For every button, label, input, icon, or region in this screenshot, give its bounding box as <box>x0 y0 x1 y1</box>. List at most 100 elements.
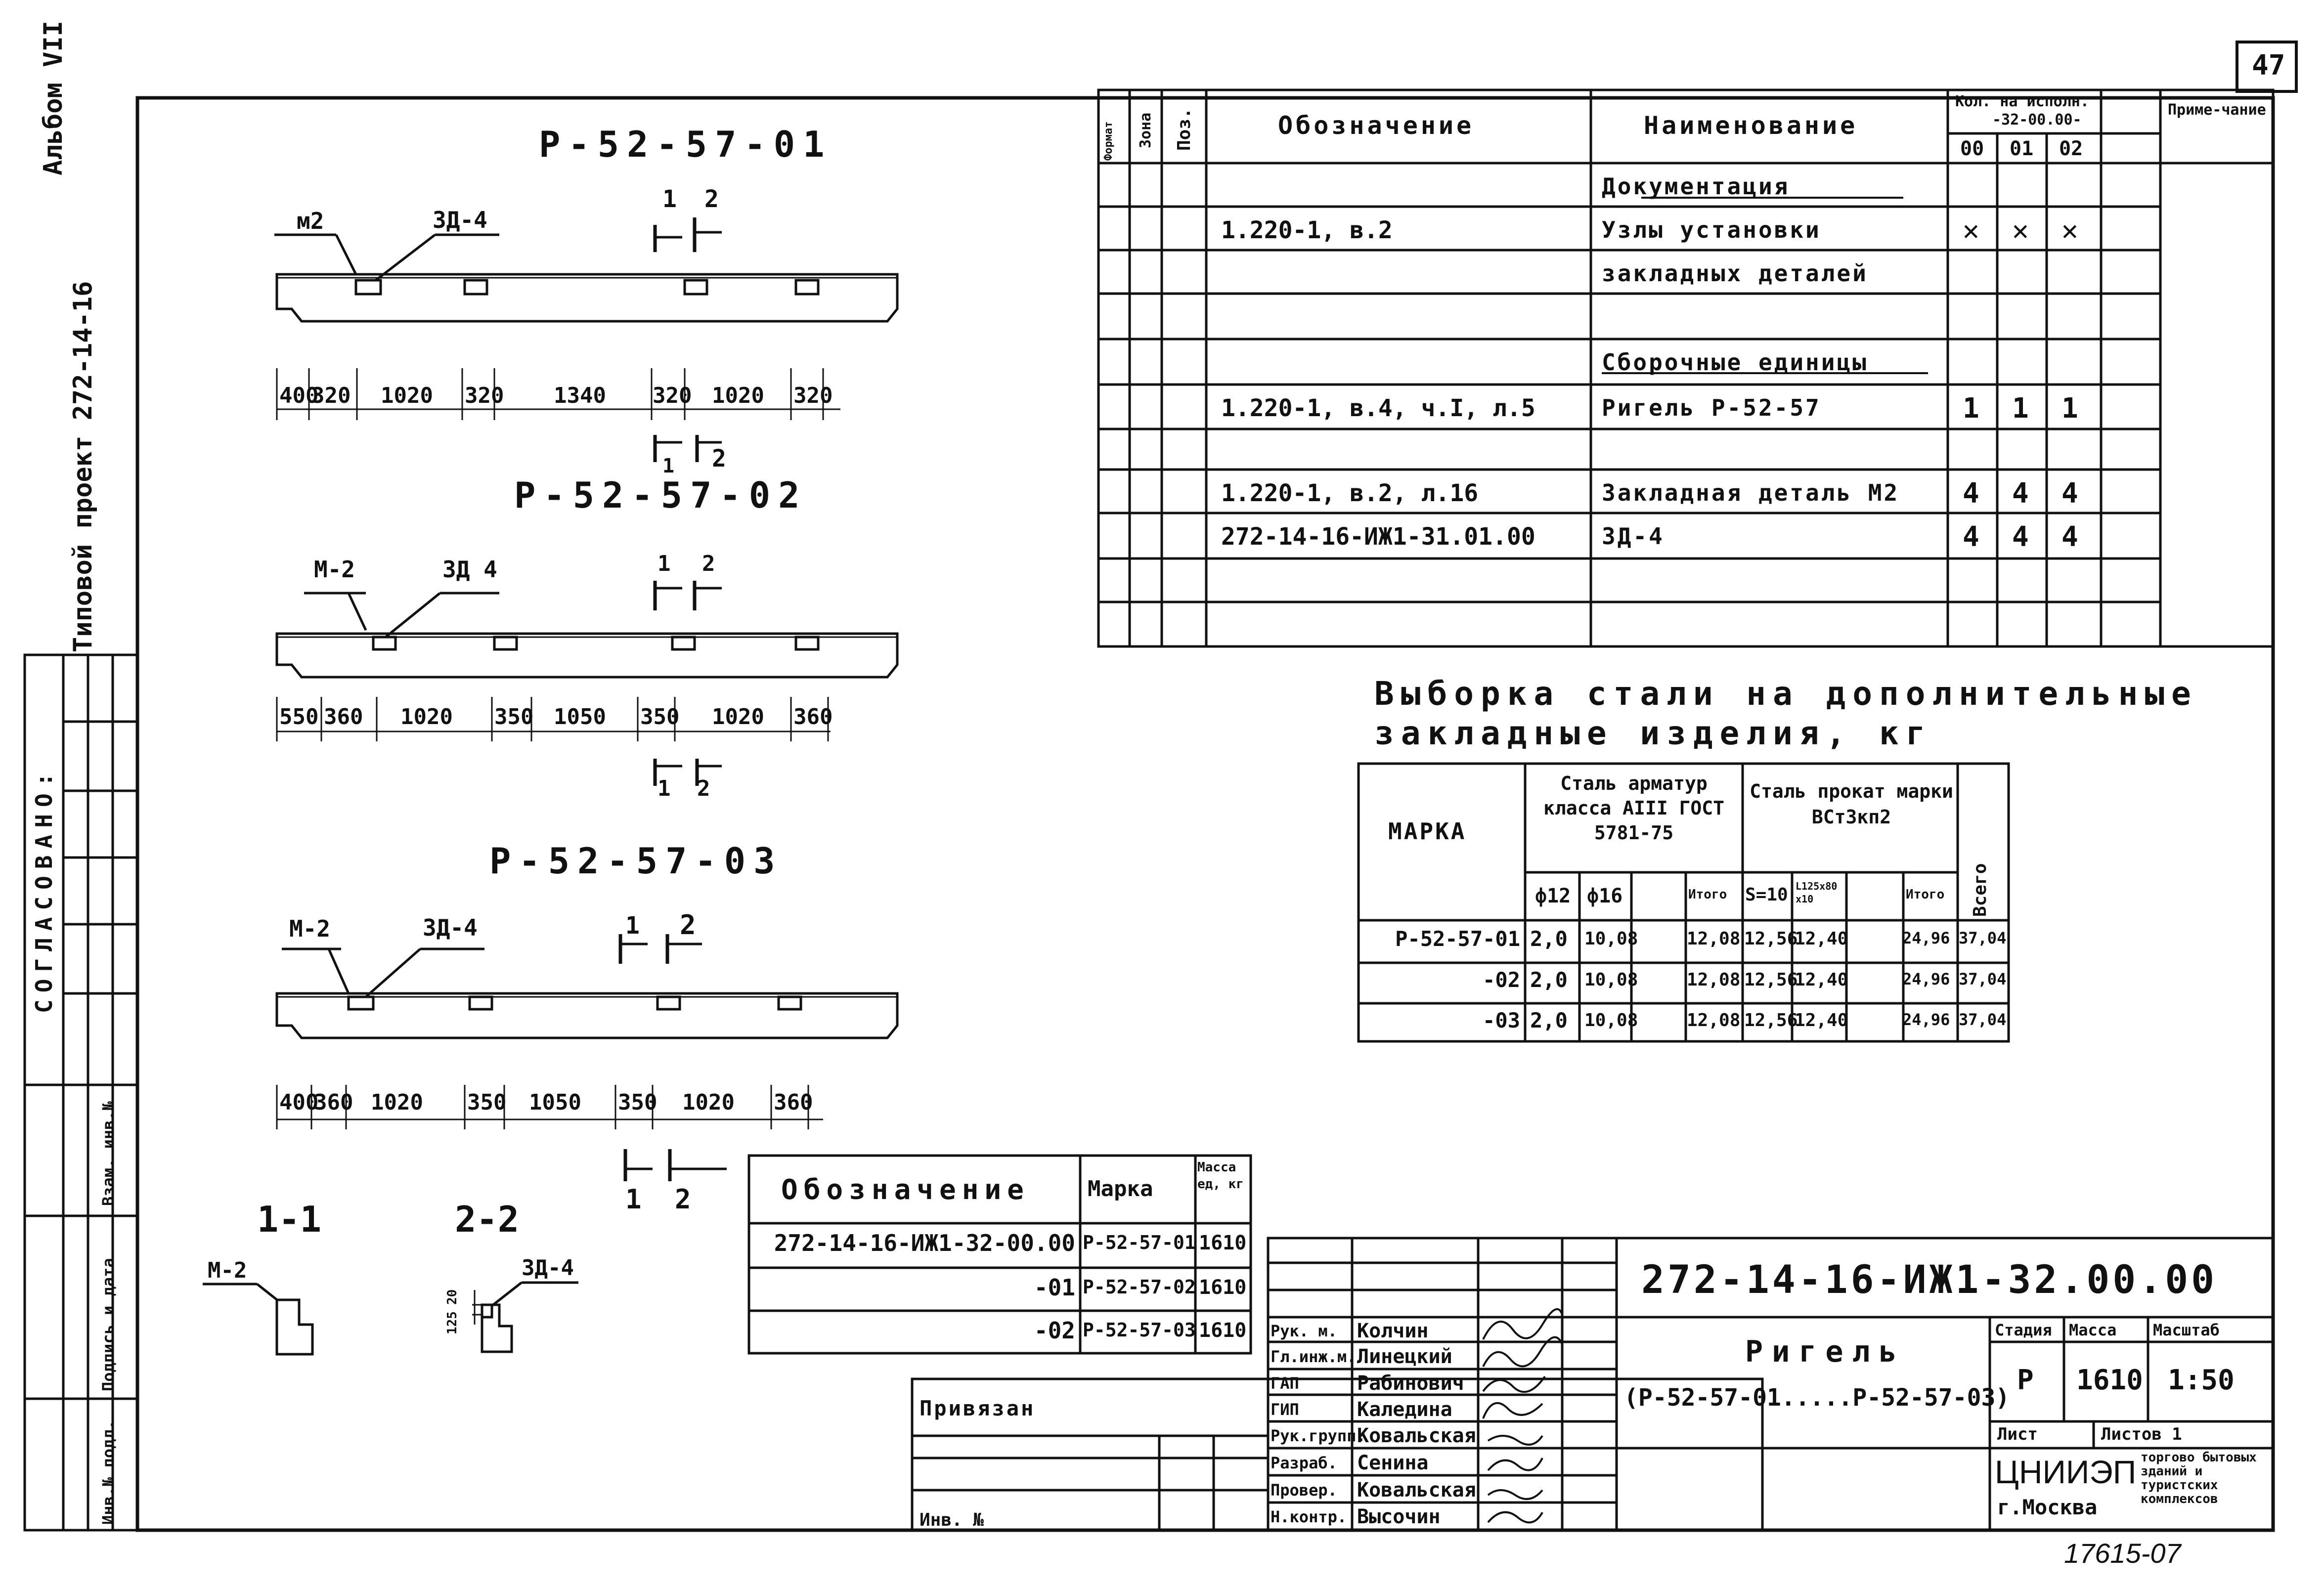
dimension-label: 350 <box>467 1090 507 1115</box>
sheet-number: 47 <box>2252 49 2285 82</box>
steel-mark: Р-52-57-01 <box>1395 927 1520 951</box>
spec-qty-01: 4 <box>2012 477 2029 510</box>
dimension-label: 550 <box>279 704 319 730</box>
dimension-label: 350 <box>640 704 680 730</box>
marks-mark: Р-52-57-02 <box>1083 1276 1196 1298</box>
marks-designation: 272-14-16-ИЖ1-32-00.00 <box>774 1230 1075 1256</box>
steel-f12: 2,0 <box>1530 1008 1568 1032</box>
section-2-dim1: 20 <box>445 1289 460 1305</box>
person-role: Н.контр. <box>1271 1507 1347 1526</box>
person-role: Провер. <box>1271 1481 1337 1500</box>
spec-h-q02: 02 <box>2059 137 2083 160</box>
steel-f16: 10,08 <box>1584 970 1638 990</box>
steel-title-2: закладные изделия, кг <box>1374 714 1932 752</box>
section-1-title: 1-1 <box>257 1199 322 1240</box>
margin-album: Альбом VII <box>39 20 68 175</box>
view3-m-label: М-2 <box>289 915 331 942</box>
view3-zd-label: ЗД-4 <box>423 914 478 941</box>
steel-h-s10: S=10 <box>1745 885 1788 905</box>
dimension-label: 400 <box>279 1090 319 1115</box>
marks-mark: Р-52-57-01 <box>1083 1232 1196 1253</box>
marks-h-des: Обозначение <box>781 1174 1030 1206</box>
spec-name: закладных деталей <box>1602 260 1868 287</box>
section-2-title: 2-2 <box>455 1199 520 1240</box>
marks-mass: 1610 <box>1199 1232 1247 1254</box>
dimension-label: 1020 <box>712 383 764 408</box>
title-block-mass-h: Масса <box>2069 1321 2117 1339</box>
view1-sec2: 2 <box>704 185 719 213</box>
steel-h-f16: ф16 <box>1587 885 1623 907</box>
title-block-org-note: торгово бытовых зданий и туристских комп… <box>2141 1450 2257 1506</box>
view-title-3: Р-52-57-03 <box>489 840 783 882</box>
steel-total: 37,04 <box>1959 929 2007 947</box>
margin-inv-podl: Инв.№ подл. <box>99 1420 118 1525</box>
view-title-1: Р-52-57-01 <box>539 124 833 165</box>
steel-itogo1: 12,08 <box>1687 970 1741 990</box>
spec-h-format: Формат <box>1102 121 1115 161</box>
steel-h-mark: МАРКА <box>1388 818 1467 845</box>
spec-name: ЗД-4 <box>1602 523 1665 550</box>
person-role: ГАП <box>1271 1374 1299 1393</box>
steel-mark: -02 <box>1483 968 1520 992</box>
steel-s10: 12,56 <box>1744 970 1798 990</box>
dimension-label: 1020 <box>400 704 453 730</box>
section-1-label: М-2 <box>208 1258 247 1283</box>
steel-itogo2: 24,96 <box>1902 929 1950 947</box>
steel-h-l125: L125х80х10 <box>1796 880 1838 905</box>
steel-f12: 2,0 <box>1530 968 1568 992</box>
title-block-name-2: (Р-52-57-01.....Р-52-57-03) <box>1624 1384 2010 1412</box>
steel-f16: 10,08 <box>1584 929 1638 949</box>
privyazan-label: Привязан <box>920 1396 1036 1420</box>
spec-qty-01: 4 <box>2012 521 2029 553</box>
spec-designation: 1.220-1, в.2 <box>1221 216 1393 244</box>
title-block-stage-h: Стадия <box>1995 1321 2052 1339</box>
person-name: Высочин <box>1357 1505 1441 1528</box>
spec-qty-02: 4 <box>2061 477 2078 510</box>
view2-sec2-bot: 2 <box>697 776 710 801</box>
person-role: Рук. м. <box>1271 1322 1337 1340</box>
spec-qty-01: 1 <box>2012 392 2029 425</box>
steel-itogo2: 24,96 <box>1902 1010 1950 1029</box>
person-name: Ковальская <box>1357 1424 1476 1447</box>
title-block-list: Лист <box>1997 1424 2038 1444</box>
dimension-label: 400 <box>279 383 319 408</box>
spec-qty-00: 4 <box>1963 477 1979 510</box>
spec-designation: 1.220-1, в.4, ч.I, л.5 <box>1221 394 1535 422</box>
dimension-label: 360 <box>774 1090 813 1115</box>
title-block-name-1: Ригель <box>1745 1334 1906 1369</box>
steel-h-total: Всего <box>1970 863 1990 917</box>
person-role: Гл.инж.м. <box>1271 1347 1357 1366</box>
steel-h-f12: ф12 <box>1535 885 1571 907</box>
spec-qty-02: 4 <box>2061 521 2078 553</box>
spec-qty-00: 1 <box>1963 392 1979 425</box>
view3-sec2: 2 <box>680 909 696 941</box>
dimension-label: 1020 <box>381 383 433 408</box>
dimension-label: 1020 <box>371 1090 423 1115</box>
spec-name: Ригель Р-52-57 <box>1602 394 1821 421</box>
spec-qty-02: 1 <box>2061 392 2078 425</box>
marks-mass: 1610 <box>1199 1276 1247 1299</box>
spec-name: Закладная деталь М2 <box>1602 479 1900 506</box>
person-name: Ковальская <box>1357 1479 1476 1502</box>
title-block-city: г.Москва <box>1997 1495 2098 1519</box>
title-block-mass: 1610 <box>2076 1364 2143 1396</box>
steel-s10: 12,56 <box>1744 1010 1798 1030</box>
section-2-dim2: 125 <box>445 1311 460 1334</box>
view3-sec1: 1 <box>625 912 640 940</box>
steel-f12: 2,0 <box>1530 927 1568 951</box>
steel-l125: 12,40 <box>1795 1010 1848 1030</box>
dimension-label: 1050 <box>554 704 606 730</box>
steel-total: 37,04 <box>1959 1010 2007 1029</box>
spec-qty-00: ✕ <box>1963 215 1979 247</box>
steel-f16: 10,08 <box>1584 1010 1638 1030</box>
view2-sec1-bot: 1 <box>658 776 671 801</box>
spec-name: Узлы установки <box>1602 216 1821 243</box>
view2-sec2: 2 <box>702 551 715 576</box>
person-role: ГИП <box>1271 1400 1299 1419</box>
steel-itogo2: 24,96 <box>1902 970 1950 988</box>
dimension-label: 1050 <box>529 1090 581 1115</box>
dimension-label: 320 <box>653 383 692 408</box>
view3-sec2-bot: 2 <box>675 1184 691 1215</box>
marks-designation: -02 <box>1034 1317 1075 1344</box>
